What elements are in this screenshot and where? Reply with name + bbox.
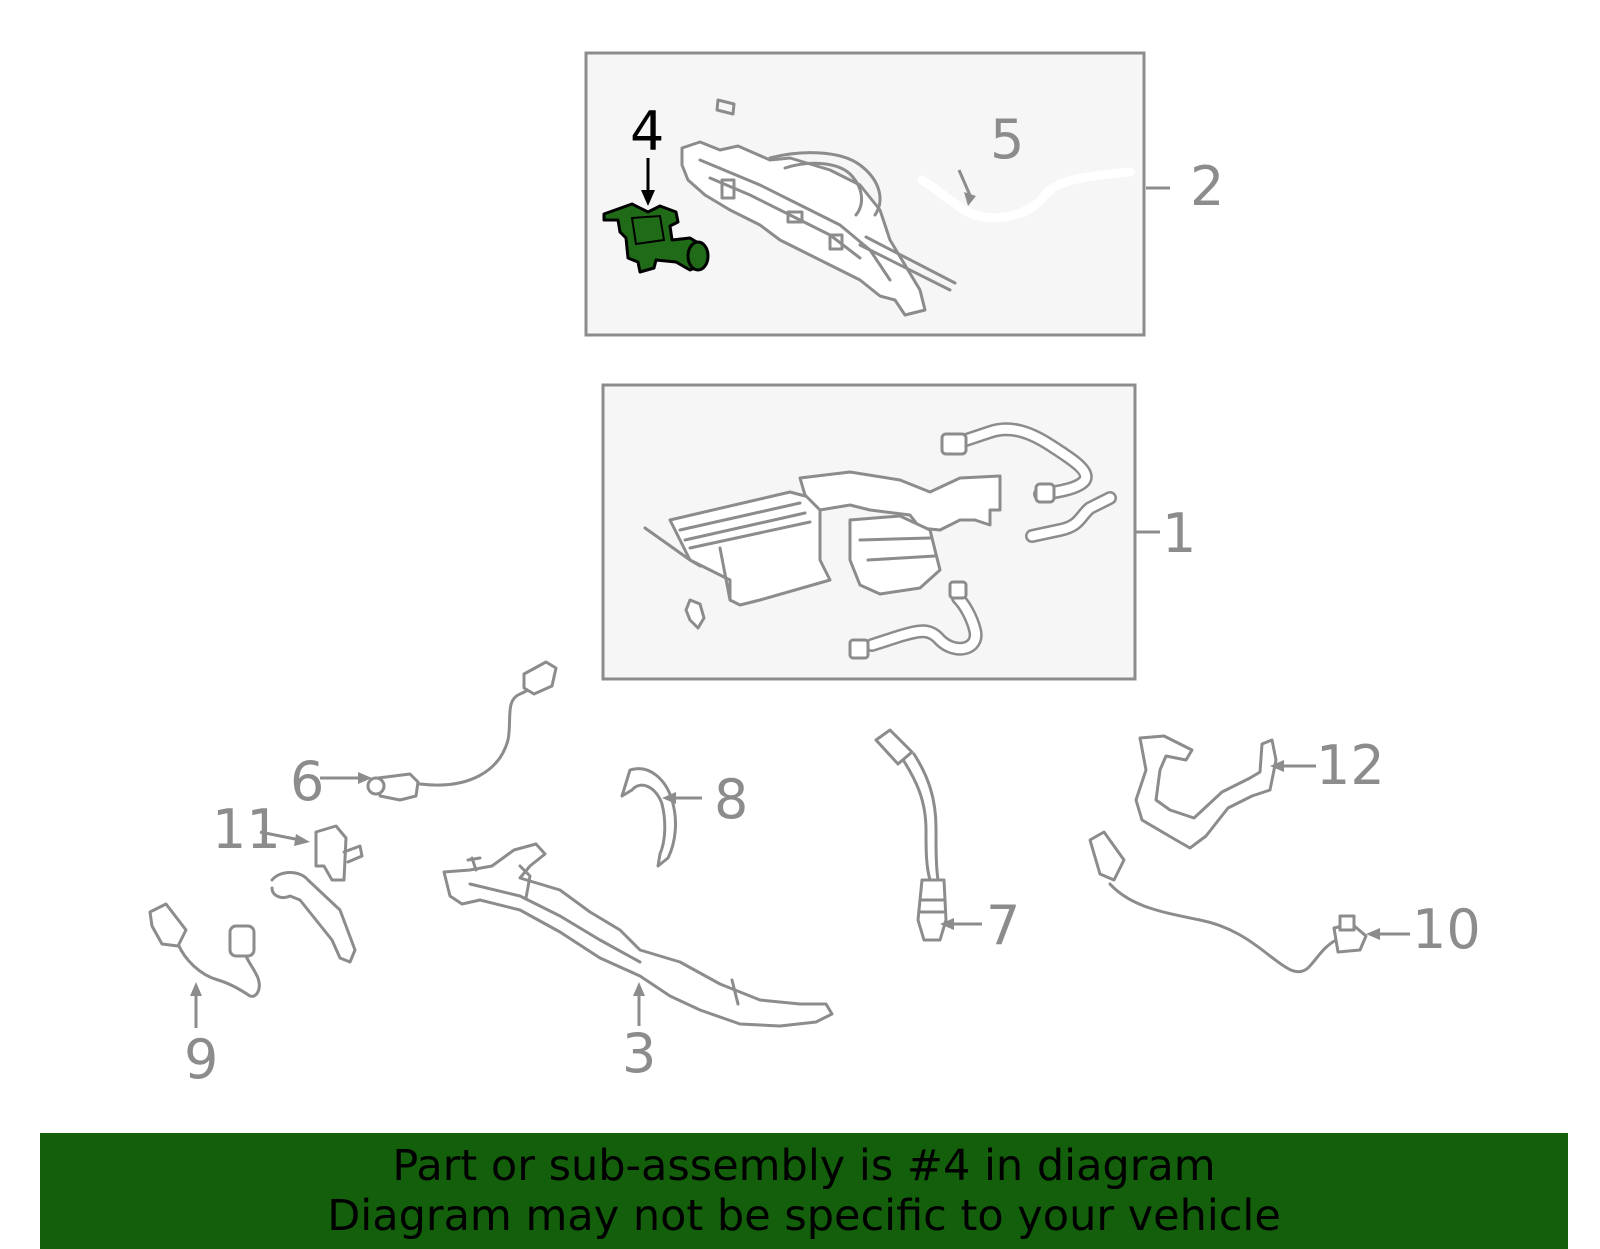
callout-2: 2 <box>1190 155 1224 218</box>
banner-line-1: Part or sub-assembly is #4 in diagram <box>392 1141 1216 1191</box>
callout-6: 6 <box>290 750 324 813</box>
charcoal-canister <box>643 470 1002 607</box>
oxygen-sensor-10 <box>1088 830 1368 974</box>
bracket-11 <box>270 824 364 964</box>
bracket-3 <box>442 842 834 1028</box>
hose-5 <box>917 167 1135 223</box>
oxygen-sensor-7 <box>874 728 948 942</box>
callout-11: 11 <box>212 798 281 861</box>
info-banner: Part or sub-assembly is #4 in diagram Di… <box>40 1133 1568 1249</box>
bracket-12 <box>1134 734 1278 850</box>
callout-10: 10 <box>1412 898 1481 961</box>
part-4-highlighted <box>602 202 710 274</box>
callout-3: 3 <box>622 1022 656 1085</box>
banner-line-2: Diagram may not be specific to your vehi… <box>327 1191 1281 1241</box>
callout-8: 8 <box>714 768 748 831</box>
parts-diagram: 1 2 3 4 5 6 7 8 9 10 11 12 <box>148 51 1481 1091</box>
callout-1: 1 <box>1162 502 1196 565</box>
callout-7: 7 <box>986 894 1020 957</box>
callout-9: 9 <box>184 1028 218 1091</box>
canister-bracket <box>680 98 957 317</box>
oxygen-sensor-9 <box>148 902 261 998</box>
callout-4: 4 <box>630 100 664 163</box>
leader-arrows <box>190 158 1410 1028</box>
callout-12: 12 <box>1316 734 1385 797</box>
oxygen-sensor-6 <box>366 660 558 802</box>
clip-8 <box>620 767 677 868</box>
callout-5: 5 <box>990 108 1024 171</box>
canister-hoses <box>684 422 1117 660</box>
